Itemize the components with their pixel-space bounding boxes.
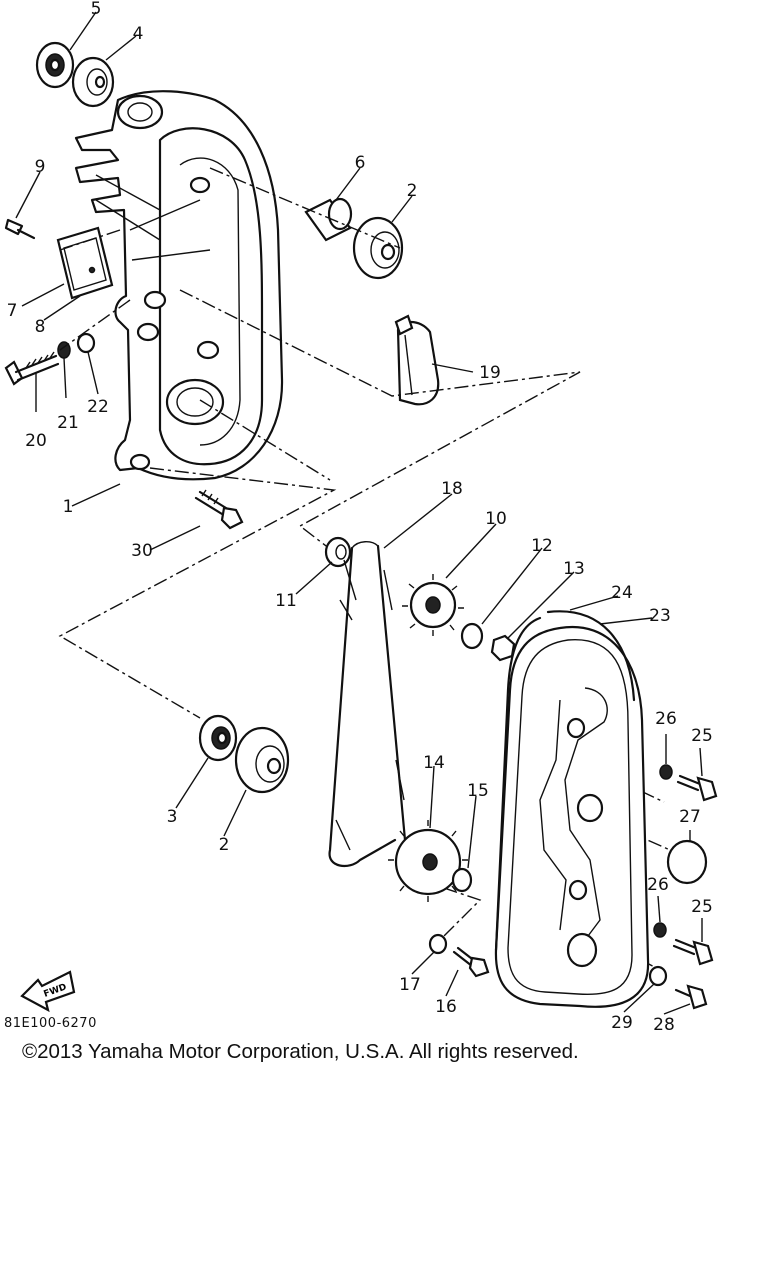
- callout-13: 13: [563, 559, 585, 579]
- callout-22: 22: [87, 397, 109, 417]
- callout-29: 29: [611, 1013, 633, 1033]
- callout-2-bottom: 2: [219, 835, 230, 855]
- callout-27: 27: [679, 807, 701, 827]
- bolt-30: [194, 489, 244, 530]
- callout-5: 5: [91, 0, 102, 19]
- callout-4: 4: [133, 24, 144, 44]
- sprocket-14: [388, 820, 468, 902]
- callout-6: 6: [355, 153, 366, 173]
- bearing-3: [198, 714, 238, 762]
- cap-27: [666, 839, 708, 885]
- callout-14: 14: [423, 753, 445, 773]
- collar-6: [304, 197, 353, 242]
- callout-23: 23: [649, 606, 671, 626]
- callout-20: 20: [25, 431, 47, 451]
- bolt-16: [452, 946, 490, 978]
- bearing-2-bottom: [234, 726, 290, 794]
- callout-10: 10: [485, 509, 507, 529]
- washer-15: [451, 867, 473, 893]
- callout-28: 28: [653, 1015, 675, 1035]
- bolt-25-bottom: [672, 938, 714, 966]
- bearing-2-top: [352, 216, 404, 280]
- callout-24: 24: [611, 583, 633, 603]
- screw-9: [4, 218, 36, 240]
- copyright-notice: ©2013 Yamaha Motor Corporation, U.S.A. A…: [22, 1040, 579, 1063]
- exploded-parts-diagram: FWD 5 4 9 6 2 7 8 19 21 22 20 1 18 10 30…: [4, 0, 718, 1035]
- callout-2-top: 2: [407, 181, 418, 201]
- callout-16: 16: [435, 997, 457, 1017]
- sprocket-10: [402, 574, 464, 636]
- callout-11: 11: [275, 591, 297, 611]
- callout-9: 9: [35, 157, 46, 177]
- callout-3: 3: [167, 807, 178, 827]
- callout-25-bottom: 25: [691, 897, 713, 917]
- bolt-25-top: [676, 774, 718, 802]
- callout-18: 18: [441, 479, 463, 499]
- washer-17: [428, 933, 448, 955]
- callout-17: 17: [399, 975, 421, 995]
- callout-1: 1: [63, 497, 74, 517]
- chain-18: [328, 541, 407, 868]
- fwd-arrow-icon: FWD: [20, 970, 76, 1013]
- callout-7: 7: [7, 301, 18, 321]
- callout-15: 15: [467, 781, 489, 801]
- bolt-20: [4, 351, 60, 386]
- callout-25-top: 25: [691, 726, 713, 746]
- callout-8: 8: [35, 317, 46, 337]
- washer-12: [460, 622, 484, 650]
- nut-13: [490, 634, 516, 662]
- bearing-11: [324, 536, 352, 568]
- callout-26-bottom: 26: [647, 875, 669, 895]
- chaincase-cover: [494, 625, 650, 1008]
- callout-26-top: 26: [655, 709, 677, 729]
- callout-19: 19: [479, 363, 501, 383]
- washer-26-top: [659, 764, 673, 780]
- callout-12: 12: [531, 536, 553, 556]
- callout-21: 21: [57, 413, 79, 433]
- bearing-5: [35, 41, 75, 89]
- plate-7-8: [56, 226, 114, 300]
- diagram-code: 81E100-6270: [4, 1016, 97, 1031]
- callout-30: 30: [131, 541, 153, 561]
- bearing-4: [71, 56, 115, 108]
- washer-22: [76, 332, 96, 354]
- gasket: [494, 610, 636, 952]
- washer-29: [648, 965, 668, 987]
- chaincase-housing: [74, 90, 284, 481]
- washer-26-bottom: [653, 922, 667, 938]
- tensioner-19: [394, 314, 440, 406]
- bolt-28: [674, 984, 708, 1010]
